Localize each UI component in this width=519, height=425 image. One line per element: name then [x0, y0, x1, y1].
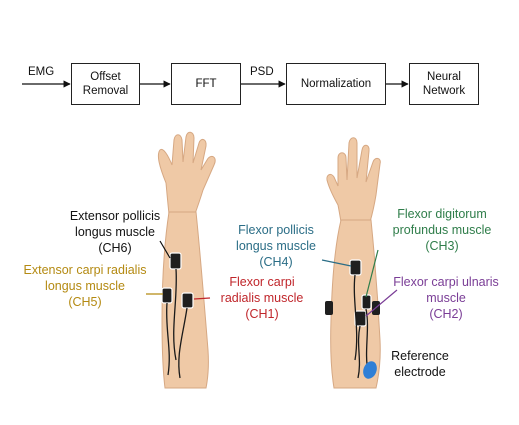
label-ch5: Extensor carpi radialis longus muscle (C…: [10, 262, 160, 310]
emg-label: EMG: [28, 66, 55, 78]
label-ch2: Flexor carpi ulnaris muscle (CH2): [392, 274, 500, 322]
electrode-ch2: [354, 310, 367, 327]
leader-ch2: [365, 289, 398, 317]
electrode-ch4: [349, 259, 362, 276]
left-arm-cables: [165, 268, 188, 379]
label-ch3-name: Flexor digitorum profundus muscle: [392, 207, 492, 237]
leader-ch4: [321, 259, 352, 267]
label-ch3: Flexor digitorum profundus muscle (CH3): [372, 206, 512, 254]
label-ch5-name: Extensor carpi radialis longus muscle: [23, 263, 147, 293]
normalization-box: Normalization: [286, 63, 386, 105]
label-ch1: Flexor carpi radialis muscle (CH1): [210, 274, 314, 322]
psd-label: PSD: [250, 66, 274, 78]
label-ch4: Flexor pollicis longus muscle (CH4): [226, 222, 326, 270]
leader-ch3: [365, 249, 379, 298]
label-ch6-channel: (CH6): [98, 241, 132, 255]
electrode-ch6: [169, 252, 182, 270]
fft-box: FFT: [171, 63, 241, 105]
offset-removal-label: Offset Removal: [82, 71, 129, 97]
fft-label: FFT: [195, 78, 217, 90]
electrode-ch5: [161, 287, 173, 304]
neural-network-box: Neural Network: [409, 63, 479, 105]
normalization-label: Normalization: [300, 78, 372, 90]
electrode-ch1: [181, 292, 194, 309]
label-ch6: Extensor pollicis longus muscle (CH6): [52, 208, 178, 256]
leader-ch1: [193, 297, 211, 300]
neural-network-label: Neural Network: [422, 71, 466, 97]
label-ch3-channel: (CH3): [425, 239, 459, 253]
left-arm: [157, 131, 216, 389]
label-ch1-name: Flexor carpi radialis muscle: [220, 275, 304, 305]
right-arm: [325, 137, 381, 389]
reference-electrode: [363, 361, 377, 379]
label-ch1-channel: (CH1): [245, 307, 279, 321]
label-ch2-channel: (CH2): [429, 307, 463, 321]
label-ch5-channel: (CH5): [68, 295, 102, 309]
label-ch4-channel: (CH4): [259, 255, 293, 269]
label-ch4-name: Flexor pollicis longus muscle: [236, 223, 316, 253]
left-arm-hand: [157, 131, 216, 215]
offset-removal-box: Offset Removal: [71, 63, 140, 105]
right-arm-hand: [326, 137, 381, 223]
electrode-side: [325, 301, 333, 315]
label-reference-electrode: Reference electrode: [391, 349, 449, 379]
label-ch2-name: Flexor carpi ulnaris muscle: [393, 275, 499, 305]
leader-ch6: [159, 240, 171, 259]
label-ch6-name: Extensor pollicis longus muscle: [69, 209, 161, 239]
